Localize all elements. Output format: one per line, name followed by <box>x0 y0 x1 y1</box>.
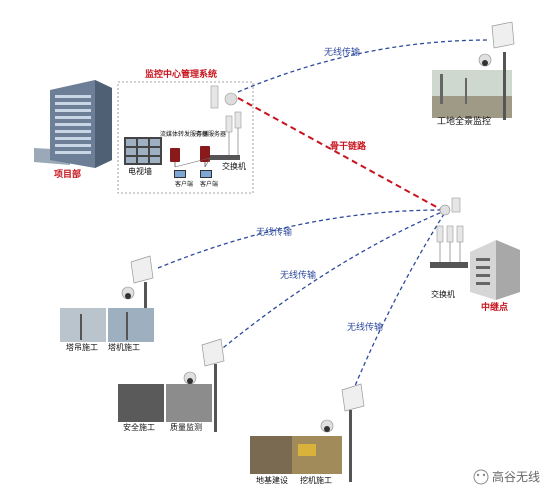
relay-building-icon <box>470 240 520 300</box>
wireless-top-label: 无线传输 <box>324 47 361 57</box>
center-network-equipment <box>174 85 242 168</box>
tower-crane-label: 塔吊施工 <box>66 343 98 352</box>
watermark-text: 高谷无线 <box>492 470 541 484</box>
monitor-center-label: 监控中心管理系统 <box>145 69 218 79</box>
wireless-link-low <box>349 213 445 399</box>
crane-construction-label: 塔机施工 <box>108 343 140 352</box>
wireless-link-top <box>237 39 491 93</box>
tv-wall-label: 电视墙 <box>128 167 152 176</box>
storage-server-label: 存储服务器 <box>196 132 227 138</box>
wireless-low-label: 无线传输 <box>347 322 384 332</box>
wireless-link-mid <box>217 211 443 353</box>
safety-label: 安全施工 <box>123 423 155 432</box>
backbone-label: 骨干链路 <box>330 141 367 151</box>
relay-point-label: 中继点 <box>481 302 509 312</box>
relay-equipment <box>430 197 468 268</box>
site-camera-low <box>250 383 365 482</box>
wireless-mid-label: 无线传输 <box>280 270 317 280</box>
watermark-icon <box>473 469 489 485</box>
quality-label: 质量监测 <box>170 423 202 432</box>
links <box>157 39 491 399</box>
client-pc-icons <box>174 170 212 178</box>
center-switch-label: 交换机 <box>222 162 246 171</box>
monitor-center-box <box>117 81 254 194</box>
backbone-link <box>237 97 443 211</box>
foundation-label: 地基建设 <box>256 476 288 485</box>
relay-switch-label: 交换机 <box>431 290 455 299</box>
excavator-label: 挖机施工 <box>300 476 332 485</box>
client-label-1: 客户端 <box>175 182 194 188</box>
tv-wall-icon <box>124 137 162 165</box>
client-label-2: 客户端 <box>200 182 219 188</box>
server-icons <box>170 146 210 167</box>
project-dept-label: 项目部 <box>54 169 82 179</box>
site-camera-left <box>60 255 154 342</box>
streaming-server-label: 流媒体转发服务器 <box>160 132 209 138</box>
site-camera-middle <box>118 338 225 432</box>
site-overview-camera <box>432 21 515 120</box>
wireless-left-label: 无线传输 <box>256 227 293 237</box>
wireless-link-left <box>157 209 443 269</box>
office-building-icon <box>34 80 112 168</box>
site-overview-label: 工地全景监控 <box>437 116 492 126</box>
